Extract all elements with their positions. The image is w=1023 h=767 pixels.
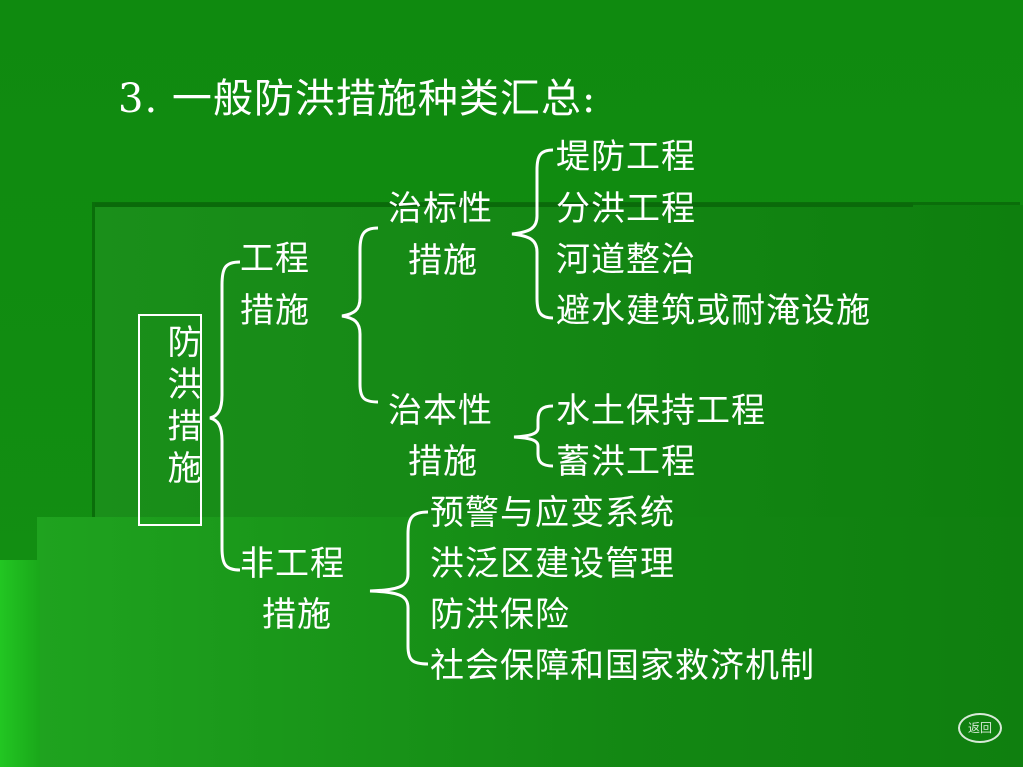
symptom-item: 河道整治 — [556, 240, 696, 280]
return-button[interactable]: 返回 — [958, 713, 1002, 743]
brace-root — [209, 260, 241, 572]
brace-engineering — [341, 226, 379, 404]
brace-root-cause — [513, 404, 554, 468]
non-engineering-item: 防洪保险 — [430, 595, 570, 635]
root-cause-item: 水土保持工程 — [556, 391, 766, 431]
brace-non-engineering — [369, 510, 429, 666]
root-node-label: 防洪措施 — [161, 324, 201, 492]
non-engineering-item: 预警与应变系统 — [430, 493, 675, 533]
symptom-item: 堤防工程 — [556, 137, 696, 177]
root-node: 防洪措施 — [138, 314, 202, 526]
root-cause-label-1: 治本性 — [388, 391, 493, 431]
engineering-label-1: 工程 — [240, 239, 310, 279]
symptom-label-2: 措施 — [408, 241, 478, 281]
non-engineering-item: 洪泛区建设管理 — [430, 544, 675, 584]
non-engineering-label-1: 非工程 — [240, 544, 345, 584]
root-cause-label-2: 措施 — [408, 442, 478, 482]
symptom-label-1: 治标性 — [388, 189, 493, 229]
engineering-label-2: 措施 — [240, 291, 310, 331]
non-engineering-label-2: 措施 — [262, 595, 332, 635]
brace-symptom — [511, 148, 554, 320]
symptom-item: 避水建筑或耐淹设施 — [556, 291, 871, 331]
slide-title: 3. 一般防洪措施种类汇总: — [118, 76, 597, 122]
non-engineering-item: 社会保障和国家救济机制 — [430, 646, 815, 686]
root-cause-item: 蓄洪工程 — [556, 442, 696, 482]
symptom-item: 分洪工程 — [556, 189, 696, 229]
